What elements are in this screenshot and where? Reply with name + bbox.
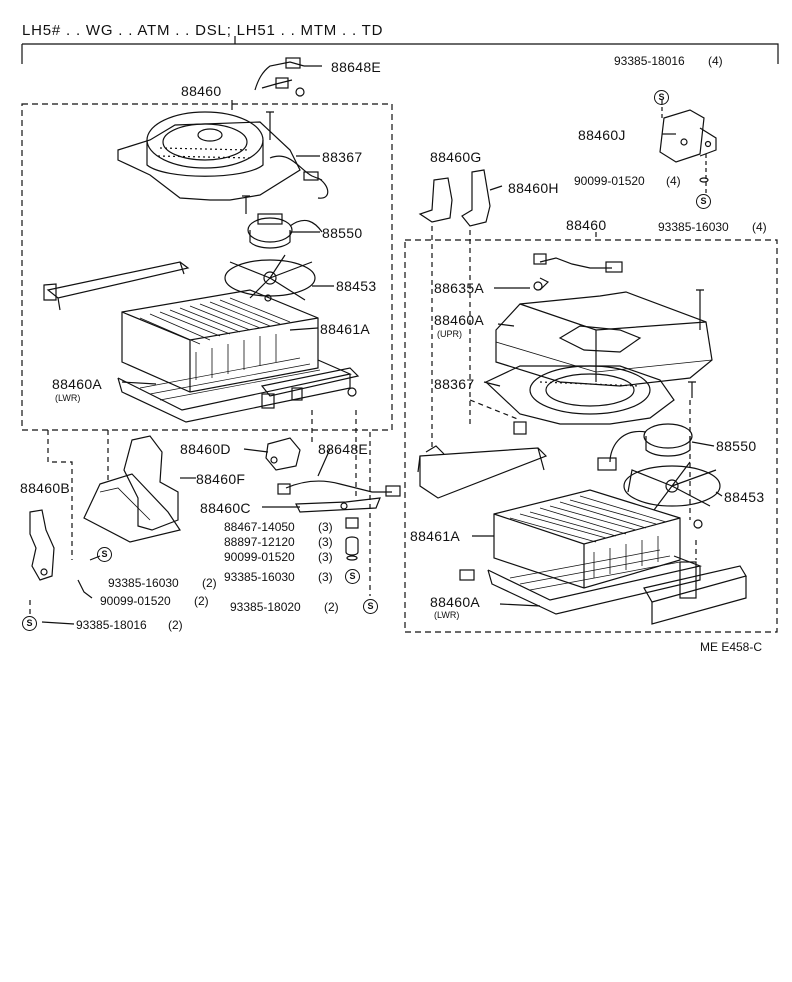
label-93385-16030-c: 93385-16030: [658, 220, 729, 234]
qty-93385-18016-b: (2): [168, 618, 183, 632]
right-harness-88635A: [533, 253, 623, 291]
left-bolt: [242, 111, 274, 214]
qty-93385-16030-a: (3): [318, 570, 333, 584]
right-group-box: [404, 239, 778, 633]
label-88453-right: 88453: [724, 489, 765, 505]
right-amp-88461A: [493, 489, 681, 589]
right-case-upper-88460A: [495, 291, 713, 387]
label-88460F: 88460F: [196, 471, 246, 487]
brackets-88460G-88460H: [418, 169, 491, 227]
qty-93385-18016-a: (4): [708, 54, 723, 68]
right-bracket-rail: [417, 421, 548, 499]
right-bottom-rail: [459, 519, 747, 625]
label-88460A-upr: 88460A: [434, 312, 485, 328]
label-88460J: 88460J: [578, 127, 626, 143]
right-gh-dashes: [431, 226, 471, 448]
left-bracket-rail: [43, 261, 190, 311]
label-90099-01520-c: 90099-01520: [574, 174, 645, 188]
left-fan-shroud-88367: [117, 111, 301, 201]
label-93385-18020: 93385-18020: [230, 600, 301, 614]
label-88897-12120: 88897-12120: [224, 535, 295, 549]
label-88460A-lwr-right: 88460A: [430, 594, 481, 610]
label-88467-14050: 88467-14050: [224, 520, 295, 534]
label-93385-16030-b: 93385-16030: [108, 576, 179, 590]
small-parts-stack: [345, 517, 359, 561]
left-case-lower-88460A: [117, 357, 352, 423]
left-dashed-leaders: [29, 410, 371, 616]
s-symbol-icon: S: [654, 90, 669, 105]
qty-93385-16030-b: (2): [202, 576, 217, 590]
qty-90099-c: (4): [666, 174, 681, 188]
bracket-88460D: [265, 437, 301, 471]
left-motor-88550: [247, 213, 323, 249]
outer-frame: [21, 43, 779, 64]
label-88460G: 88460G: [430, 149, 482, 165]
label-88453-left: 88453: [336, 278, 377, 294]
qty-88897: (3): [318, 535, 333, 549]
label-88648E-mid: 88648E: [318, 441, 369, 457]
left-harness-88648E: [254, 57, 305, 97]
label-upr: (UPR): [437, 329, 462, 339]
right-fan-blade-88453: [623, 461, 721, 511]
label-88460B: 88460B: [20, 480, 71, 496]
right-bolt: [688, 289, 704, 398]
s-symbol-icon: S: [97, 547, 112, 562]
label-93385-18016-a: 93385-18016: [614, 54, 685, 68]
left-group-box: [21, 103, 393, 431]
label-88460-left: 88460: [181, 83, 222, 99]
s-symbol-icon: S: [345, 569, 360, 584]
wire-88648E-mid: [277, 480, 401, 497]
left-wire-88367: [269, 155, 329, 199]
right-motor-88550: [597, 423, 693, 471]
label-88367-left: 88367: [322, 149, 363, 165]
right-dashed-leaders: [469, 232, 697, 560]
s-symbol-icon: S: [696, 194, 711, 209]
label-88550-left: 88550: [322, 225, 363, 241]
label-lwr-left: (LWR): [55, 393, 81, 403]
label-90099-01520-a: 90099-01520: [224, 550, 295, 564]
right-leaders: [472, 185, 723, 607]
label-88460D: 88460D: [180, 441, 231, 457]
label-88550-right: 88550: [716, 438, 757, 454]
left-fan-blade-88453: [224, 254, 316, 302]
left-amp-88461A: [121, 289, 319, 393]
label-lwr-right: (LWR): [434, 610, 460, 620]
label-90099-01520-b: 90099-01520: [100, 594, 171, 608]
bracket-88460F: [83, 435, 181, 543]
left-bottom-rail: [260, 367, 360, 409]
bracket-88460C: [295, 497, 381, 513]
label-88461A-right: 88461A: [410, 528, 461, 544]
label-88648E-top: 88648E: [331, 59, 382, 75]
bracket-88460J: [659, 109, 717, 163]
right-fan-shroud-88367: [484, 365, 675, 425]
bracket-88460B: [29, 509, 55, 581]
label-88460C: 88460C: [200, 500, 251, 516]
label-93385-16030-a: 93385-16030: [224, 570, 295, 584]
label-88635A: 88635A: [434, 280, 485, 296]
qty-93385-16030-c: (4): [752, 220, 767, 234]
s-symbol-icon: S: [363, 599, 378, 614]
diagram-footer-code: ME E458-C: [700, 640, 763, 654]
label-88460-right: 88460: [566, 217, 607, 233]
qty-90099-a: (3): [318, 550, 333, 564]
label-88461A-left: 88461A: [320, 321, 371, 337]
s-symbol-icon: S: [22, 616, 37, 631]
left-leaders: [41, 65, 334, 625]
qty-88467: (3): [318, 520, 333, 534]
qty-93385-18020: (2): [324, 600, 339, 614]
label-88460A-left: 88460A: [52, 376, 103, 392]
qty-90099-b: (2): [194, 594, 209, 608]
label-93385-18016-b: 93385-18016: [76, 618, 147, 632]
label-88367-right: 88367: [434, 376, 475, 392]
diagram-header: LH5# . . WG . . ATM . . DSL; LH51 . . MT…: [22, 22, 384, 39]
label-88460H: 88460H: [508, 180, 559, 196]
